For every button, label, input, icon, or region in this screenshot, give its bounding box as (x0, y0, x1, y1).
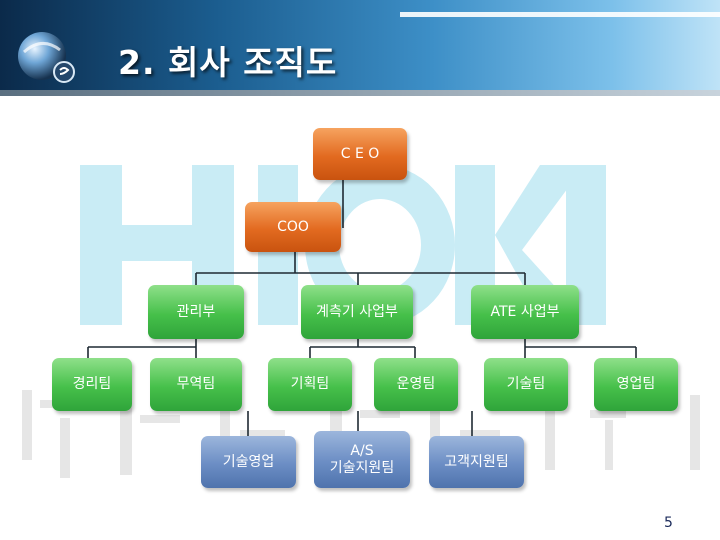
division-instrument-label: 계측기 사업부 (316, 303, 398, 320)
division-management-box: 관리부 (148, 285, 244, 339)
subteam-customer-support-box: 고객지원팀 (429, 436, 524, 488)
team-planning-box: 기획팀 (268, 358, 352, 411)
coo-box: COO (245, 202, 341, 252)
team-sales-box: 영업팀 (594, 358, 678, 411)
subteam-as-support-label: A/S 기술지원팀 (329, 442, 395, 476)
globe-logo-icon (18, 32, 75, 83)
header-banner: 2. 회사 조직도 (0, 0, 720, 100)
team-sales-label: 영업팀 (616, 376, 656, 392)
team-operations-box: 운영팀 (374, 358, 458, 411)
team-technology-box: 기술팀 (484, 358, 568, 411)
ceo-label: C E O (340, 145, 380, 162)
team-trade-box: 무역팀 (150, 358, 242, 411)
coo-label: COO (277, 218, 309, 235)
ceo-box: C E O (313, 128, 407, 180)
subteam-as-support-box: A/S 기술지원팀 (314, 431, 410, 488)
division-ate-box: ATE 사업부 (471, 285, 579, 339)
header-divider (0, 90, 720, 96)
team-planning-label: 기획팀 (290, 376, 330, 392)
team-technology-label: 기술팀 (506, 376, 546, 392)
page-title: 2. 회사 조직도 (118, 43, 338, 82)
division-ate-label: ATE 사업부 (490, 303, 560, 320)
page-number: 5 (664, 515, 673, 531)
team-trade-label: 무역팀 (176, 376, 216, 392)
header-accent-line (400, 12, 720, 17)
subteam-customer-support-label: 고객지원팀 (444, 453, 509, 470)
division-instrument-box: 계측기 사업부 (301, 285, 413, 339)
subteam-tech-sales-box: 기술영업 (201, 436, 296, 488)
subteam-tech-sales-label: 기술영업 (222, 453, 275, 470)
division-management-label: 관리부 (176, 303, 216, 320)
team-accounting-label: 경리팀 (72, 376, 112, 392)
team-operations-label: 운영팀 (396, 376, 436, 392)
team-accounting-box: 경리팀 (52, 358, 132, 411)
